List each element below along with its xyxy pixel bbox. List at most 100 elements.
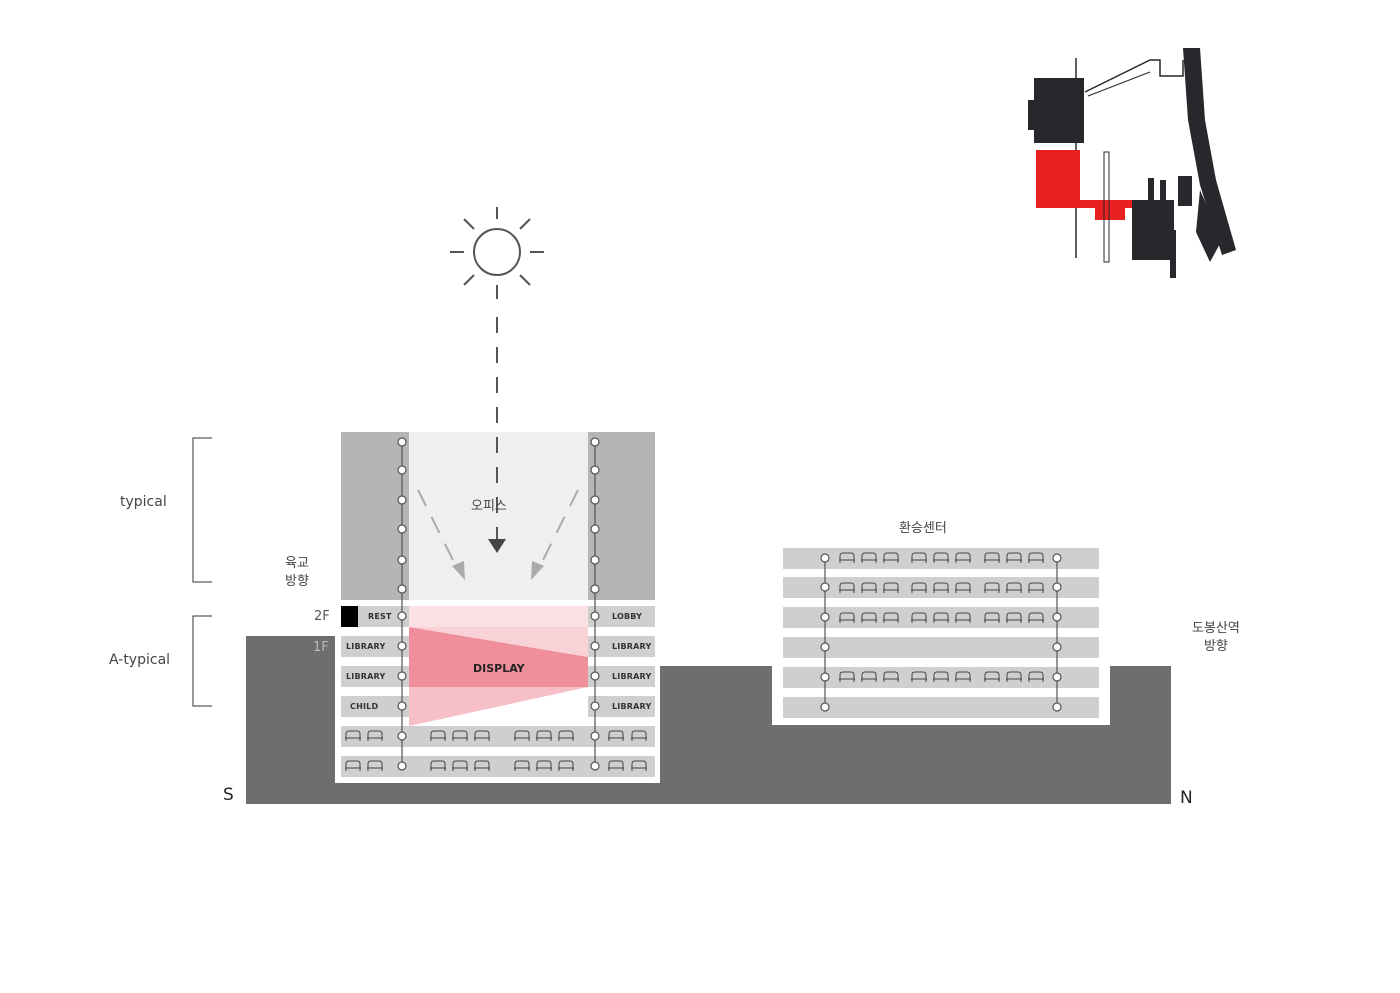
seat-icon	[984, 582, 1000, 593]
seat-icon	[911, 552, 927, 563]
site-plan	[1028, 48, 1236, 278]
sun-icon	[450, 207, 544, 299]
seat-icon	[1028, 671, 1044, 682]
seat-icon	[452, 730, 468, 741]
column-node	[590, 701, 600, 711]
seat-icon	[861, 612, 877, 623]
left-floor-bands	[341, 606, 655, 777]
seat-icon	[367, 730, 383, 741]
column-node	[397, 495, 407, 505]
light-arrow-right-icon	[531, 561, 544, 580]
column-nodes	[397, 437, 600, 771]
seat-icon	[536, 760, 552, 771]
column-node	[397, 555, 407, 565]
seat-icon	[839, 552, 855, 563]
column-nodes-transfer	[820, 553, 1062, 712]
a-typical-label: A-typical	[109, 652, 171, 668]
seat-icon	[839, 671, 855, 682]
column-node	[397, 611, 407, 621]
room-label-lobby: LOBBY	[612, 612, 643, 621]
seat-icon	[367, 760, 383, 771]
column-node	[590, 584, 600, 594]
column-node	[1052, 642, 1062, 652]
display-light-band	[409, 606, 588, 627]
rest-black-box	[341, 606, 358, 627]
column-node	[397, 731, 407, 741]
seat-icon	[345, 760, 361, 771]
display-light-lower	[409, 687, 588, 726]
room-label-library: LIBRARY	[612, 672, 652, 681]
seat-icon	[933, 582, 949, 593]
transfer-center-label: 환승센터	[899, 521, 947, 536]
seat-icon	[984, 552, 1000, 563]
seat-icon	[933, 552, 949, 563]
seat-icon	[955, 552, 971, 563]
column-node	[397, 641, 407, 651]
right-wall	[588, 432, 655, 600]
seat-icon	[955, 671, 971, 682]
seat-icon	[474, 730, 490, 741]
room-label-rest: REST	[368, 612, 392, 621]
display-zone	[409, 627, 588, 687]
column-node	[590, 437, 600, 447]
seat-icon	[1006, 552, 1022, 563]
column-node	[397, 584, 407, 594]
seat-icon	[984, 612, 1000, 623]
seat-icon	[631, 760, 647, 771]
seat-icon	[911, 582, 927, 593]
sun-ray-arrow-icon	[488, 539, 506, 553]
seat-icon	[514, 760, 530, 771]
column-node	[590, 555, 600, 565]
column-node	[820, 612, 830, 622]
room-label-child: CHILD	[350, 702, 379, 711]
column-node	[590, 465, 600, 475]
column-node	[1052, 672, 1062, 682]
seat-icon	[1006, 582, 1022, 593]
seat-icon	[608, 730, 624, 741]
seat-icon	[1006, 671, 1022, 682]
yukgyo-direction-label: 육교 방향	[285, 556, 309, 589]
column-node	[397, 465, 407, 475]
floor-1f-label: 1F	[313, 640, 329, 655]
seat-icon	[883, 612, 899, 623]
south-label: S	[223, 785, 234, 805]
seat-icon	[955, 582, 971, 593]
column-node	[590, 731, 600, 741]
seat-icon	[839, 612, 855, 623]
seat-icon	[558, 730, 574, 741]
seat-icon	[452, 760, 468, 771]
seat-icon	[861, 582, 877, 593]
seat-icon	[430, 730, 446, 741]
column-node	[397, 761, 407, 771]
display-label: DISPLAY	[473, 662, 525, 675]
column-node	[820, 553, 830, 563]
column-node	[590, 641, 600, 651]
seat-icon	[1028, 582, 1044, 593]
seat-icons	[345, 552, 1044, 771]
left-wall	[341, 432, 409, 600]
seat-icon	[883, 671, 899, 682]
seat-icon	[474, 760, 490, 771]
seat-icon	[608, 760, 624, 771]
light-well	[409, 432, 588, 600]
seat-icon	[911, 612, 927, 623]
seat-icon	[933, 612, 949, 623]
seat-icon	[631, 730, 647, 741]
column-node	[820, 582, 830, 592]
ground-mass	[246, 636, 1171, 804]
light-arrow-left-icon	[452, 561, 465, 580]
column-node	[397, 437, 407, 447]
column-node	[397, 701, 407, 711]
seat-icon	[345, 730, 361, 741]
column-node	[590, 495, 600, 505]
room-label-library: LIBRARY	[346, 672, 386, 681]
seat-icon	[861, 671, 877, 682]
column-node	[820, 702, 830, 712]
typical-label: typical	[120, 494, 167, 510]
transfer-slab	[772, 540, 1110, 725]
column-node	[590, 671, 600, 681]
column-node	[1052, 553, 1062, 563]
seat-icon	[933, 671, 949, 682]
